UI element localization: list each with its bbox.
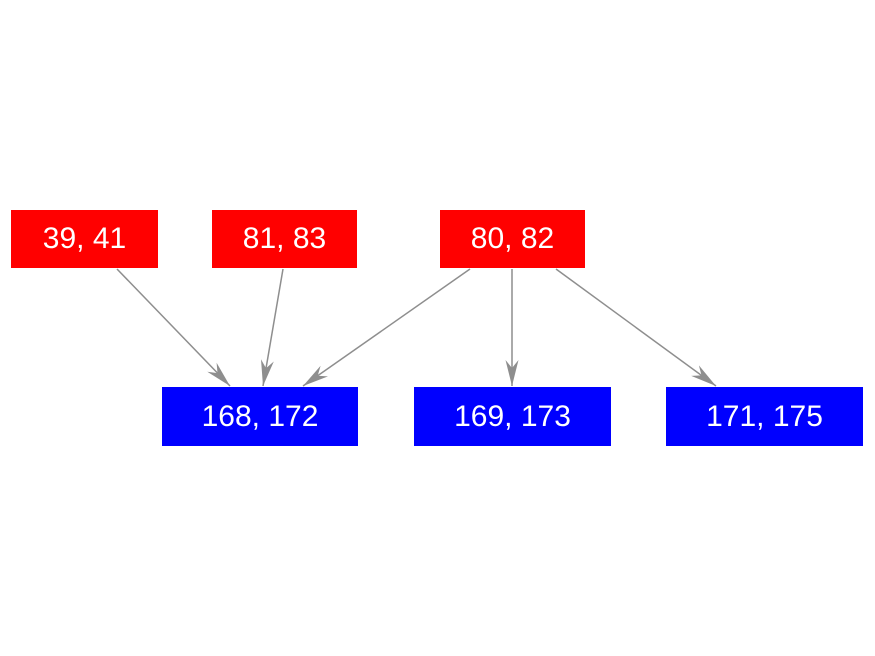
node-171-175: 171, 175 [666,387,863,446]
node-label: 169, 173 [454,399,571,433]
edge-line [555,268,717,387]
edge-81-83-to-168-172 [261,268,284,387]
edge-line [302,268,471,387]
node-label: 80, 82 [470,222,555,255]
arrowhead-icon [207,362,230,386]
node-169-173: 169, 173 [414,387,611,446]
arrowhead-icon [261,359,274,386]
edge-80-82-to-171-175 [555,268,717,387]
edge-line [262,268,284,387]
edge-39-41-to-168-172 [116,268,231,387]
node-168-172: 168, 172 [162,387,358,446]
node-80-82: 80, 82 [440,210,585,268]
edge-80-82-to-168-172 [302,268,471,387]
edge-line [116,268,231,387]
arrowhead-icon [303,365,328,386]
arrowhead-icon [691,365,716,386]
node-label: 168, 172 [201,399,319,433]
node-81-83: 81, 83 [212,210,357,268]
edge-80-82-to-169-173 [505,269,519,386]
node-39-41: 39, 41 [11,210,158,268]
node-label: 81, 83 [242,222,327,255]
node-label: 171, 175 [706,399,823,433]
arrowhead-icon [505,360,519,386]
node-label: 39, 41 [42,222,127,255]
